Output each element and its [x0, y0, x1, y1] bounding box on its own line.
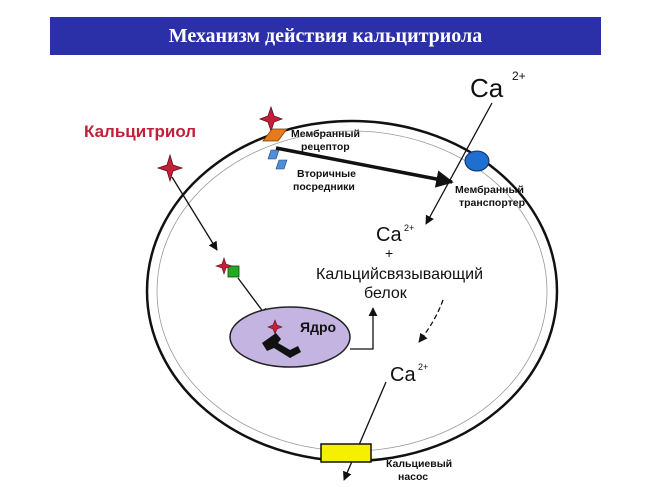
binding-protein-label-2: белок [364, 285, 408, 302]
second-messengers-label-2: посредники [293, 181, 355, 193]
membrane-transporter-label-2: транспортер [459, 197, 525, 209]
ca-outside-charge: 2+ [512, 69, 526, 83]
second-messenger-2 [275, 159, 288, 170]
membrane-receptor-label-2: рецептор [301, 141, 350, 153]
ca-exit-arrow [343, 381, 387, 481]
ca-inside-label: Ca [376, 224, 402, 246]
title-banner: Механизм действия кальцитриола [50, 17, 601, 55]
membrane-transporter-label-1: Мембранный [455, 184, 524, 196]
nucleus-label: Ядро [300, 319, 336, 335]
ca-lower-charge: 2+ [418, 362, 428, 372]
ca-entry-arrow [425, 102, 493, 225]
calcitriol-star-cytosol [215, 257, 233, 275]
plus-sign: + [385, 245, 393, 261]
ca-outside-label: Ca [470, 73, 504, 103]
membrane-receptor-shape [262, 128, 288, 142]
calcitriol-star-nucleus [267, 319, 283, 335]
membrane-transporter-shape [464, 150, 490, 172]
calcium-pump-label-1: Кальциевый [386, 458, 452, 470]
receptor-to-transporter-arrow [275, 146, 454, 188]
page-title: Механизм действия кальцитриола [168, 24, 483, 47]
calcium-pump-label-2: насос [398, 471, 428, 483]
membrane-receptor-label-1: Мембранный [291, 128, 360, 140]
calcitriol-star-receptor [258, 105, 284, 133]
calcitriol-label: Кальцитриол [84, 122, 196, 141]
second-messengers-label-1: Вторичные [297, 168, 356, 180]
protein-to-ca-dashed-arrow [418, 299, 444, 343]
receptor-dna-complex [262, 333, 301, 358]
second-messenger-1 [267, 149, 280, 160]
nucleus [229, 306, 351, 368]
cytosol-receptor-square [227, 265, 240, 278]
calcium-pump-shape [320, 443, 372, 463]
ca-lower-label: Ca [390, 364, 416, 386]
calcitriol-star-free [156, 153, 184, 183]
calcitriol-to-cytosol-arrow [171, 176, 218, 251]
nucleus-to-protein-arrow [350, 307, 378, 350]
binding-protein-label-1: Кальцийсвязывающий [316, 266, 483, 283]
ca-inside-charge: 2+ [404, 223, 414, 233]
